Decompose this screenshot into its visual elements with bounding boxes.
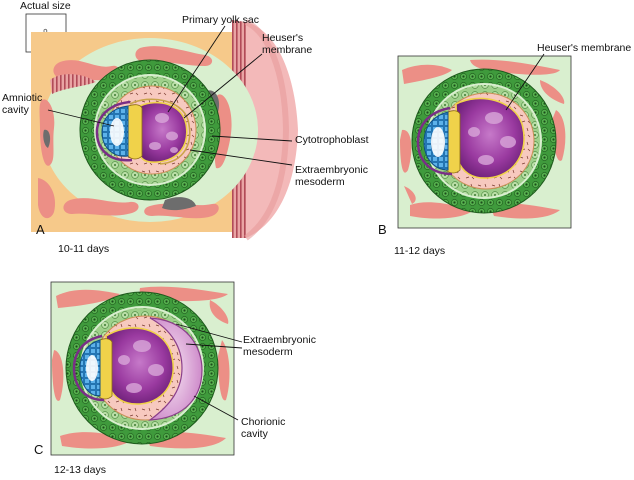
yolk-sac-b xyxy=(455,97,525,179)
panel-letter-a: A xyxy=(36,222,45,237)
panel-c-illustration xyxy=(50,281,235,456)
label-extraembryonic-mesoderm-c: Extraembryonic mesoderm xyxy=(243,334,316,358)
panel-a-days: 10-11 days xyxy=(58,243,110,255)
panel-c-leaders xyxy=(175,323,243,421)
label-heusers-membrane-a: Heuser's membrane xyxy=(262,32,313,56)
lacunae-b xyxy=(400,59,566,219)
panel-a-leaders xyxy=(47,25,293,166)
chorionic-cavity xyxy=(148,317,203,421)
panel-a-illustration xyxy=(31,19,298,241)
label-heusers-membrane-b: Heuser's membrane xyxy=(537,42,632,54)
panel-b-days: 11-12 days xyxy=(394,245,446,257)
label-cytotrophoblast: Cytotrophoblast xyxy=(295,134,369,146)
panel-b-leaders xyxy=(505,53,545,111)
panel-letter-b: B xyxy=(378,222,387,237)
panel-b-illustration xyxy=(397,55,572,229)
maternal-vessel xyxy=(50,74,96,94)
label-amniotic-cavity: Amniotic cavity xyxy=(2,92,43,116)
label-extraembryonic-mesoderm-a: Extraembryonic mesoderm xyxy=(295,164,368,188)
panel-c-days: 12-13 days xyxy=(54,464,106,476)
yolk-sac-c xyxy=(105,327,175,405)
label-primary-yolk-sac: Primary yolk sac xyxy=(182,14,260,26)
panel-letter-c: C xyxy=(34,442,44,457)
primary-yolk-sac-a xyxy=(137,101,188,163)
label-chorionic-cavity: Chorionic cavity xyxy=(241,416,286,440)
actual-size-label: Actual size xyxy=(20,0,71,12)
